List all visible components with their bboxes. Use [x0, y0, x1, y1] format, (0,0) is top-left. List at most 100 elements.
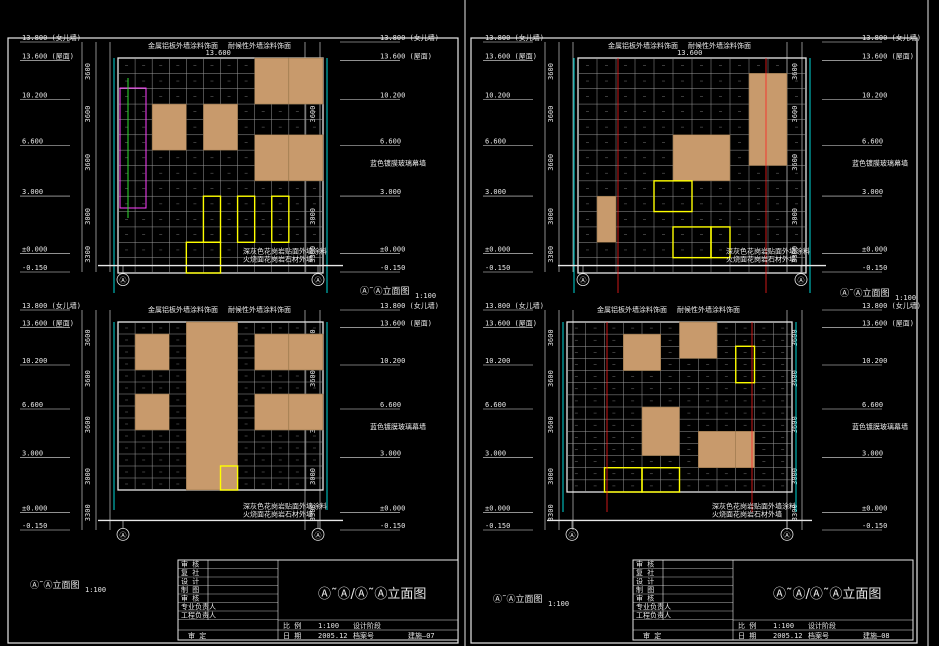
- dimension-text: 3300: [84, 504, 92, 521]
- dimension-text: 3600: [547, 63, 555, 80]
- wood-panel: [254, 134, 290, 182]
- level-label-left: -0.150: [22, 264, 47, 272]
- note-base: 深灰色花岗岩贴面外墙涂料: [243, 501, 327, 510]
- note-base: 深灰色花岗岩贴面外墙涂料: [243, 247, 327, 256]
- level-label-left: 13.800 (女儿墙): [485, 301, 544, 310]
- signature-row-label: 工程负责人: [636, 611, 671, 620]
- signature-row-label: 设 计: [181, 577, 199, 586]
- wood-panel: [735, 431, 755, 468]
- label-scale: 比 例: [738, 621, 756, 630]
- axis-label: Ⓐ: [580, 277, 587, 285]
- signature-row-label: 审 核: [181, 560, 199, 569]
- level-label-right: 3.000: [380, 188, 401, 196]
- dimension-text: 3000: [791, 468, 799, 485]
- glazing-frame: [185, 241, 222, 274]
- dimension-text: 3000: [84, 208, 92, 225]
- dimension-text: 150: [553, 0, 566, 2]
- level-label-right: 10.200: [862, 357, 887, 365]
- level-label-left: 3.000: [22, 449, 43, 457]
- level-label-right: 6.600: [862, 401, 883, 409]
- note-top-left: 金属铝板外墙涂料饰面: [148, 305, 218, 314]
- level-label-left: 13.600 (屋面): [22, 52, 74, 60]
- level-label-right: 6.600: [862, 138, 883, 146]
- dimension-text: 3600: [547, 106, 555, 123]
- signature-row-label: 审 核: [636, 594, 654, 603]
- note-glazing: 蓝色镀膜玻璃幕墙: [370, 159, 426, 168]
- label-file-no: 档案号: [353, 631, 374, 640]
- sheet-left-border: [7, 37, 459, 644]
- level-label-right: -0.150: [380, 522, 405, 530]
- level-label-right: 3.000: [380, 449, 401, 457]
- level-label-left: 13.600 (屋面): [485, 320, 537, 328]
- axis-bubble: [780, 528, 794, 541]
- label-date: 日 期: [738, 632, 756, 640]
- wood-panel: [698, 431, 736, 468]
- axis-bubble: [576, 273, 590, 287]
- wood-panel: [288, 134, 324, 182]
- dimension-text: 3600: [791, 370, 799, 387]
- glazing-frame: [735, 345, 756, 384]
- titleblock-border: [177, 559, 459, 641]
- wood-panel: [623, 333, 661, 371]
- stair-frame: [119, 87, 147, 209]
- signature-row-label: 工程负责人: [181, 611, 216, 620]
- value-date: 2005.12: [773, 632, 803, 640]
- dimension-text: 3000: [309, 468, 317, 485]
- axis-label: Ⓐ: [784, 531, 791, 539]
- axis-label: Ⓐ: [120, 277, 127, 285]
- level-label-left: 13.800 (女儿墙): [485, 33, 544, 42]
- wood-panel: [254, 333, 290, 371]
- note-top-left: 金属铝板外墙涂料饰面: [597, 305, 667, 314]
- level-label-left: 3.000: [485, 188, 506, 196]
- wood-panel: [679, 321, 718, 359]
- level-label-left: 3.000: [485, 449, 506, 457]
- note-top-left: 金属铝板外墙涂料饰面: [148, 41, 218, 50]
- signature-row-label: 制 图: [181, 585, 199, 594]
- dimension-text: 3600: [791, 106, 799, 123]
- dimension-text: 3600: [309, 370, 317, 387]
- dimension-text: 3600: [309, 106, 317, 123]
- level-label-right: 10.200: [380, 357, 405, 365]
- dimension-text: 3300: [84, 246, 92, 263]
- dimension-text: 150: [90, 0, 103, 2]
- elevation-1: 13.800 (女儿墙)13.800 (女儿墙)13.600 (屋面)13.60…: [20, 0, 439, 300]
- level-label-left: 13.600 (屋面): [22, 320, 74, 328]
- axis-label: Ⓐ: [569, 531, 576, 539]
- label-date: 日 期: [283, 632, 301, 640]
- wood-panel: [254, 393, 290, 431]
- dimension-text: 3300: [309, 246, 317, 263]
- note-base: 深灰色花岗岩贴面外墙涂料: [726, 247, 810, 256]
- sheet-left: [7, 0, 466, 646]
- note-top-right: 耐候性外墙涂料饰面: [228, 41, 291, 50]
- elevation-scale: 1:100: [548, 600, 569, 608]
- level-label-right: ±0.000: [862, 504, 887, 512]
- level-label-right: 13.600 (屋面): [380, 320, 432, 328]
- axis-label: Ⓐ: [120, 531, 127, 539]
- dimension-text: 3600: [84, 63, 92, 80]
- axis-bubble: [794, 273, 808, 287]
- signature-row-label: 审 核: [181, 594, 199, 603]
- dimension-text: 3600: [547, 370, 555, 387]
- dimension-text: 3300: [309, 504, 317, 521]
- level-label-left: 6.600: [485, 401, 506, 409]
- sheet-right-border: [470, 37, 918, 644]
- dimension-text: 3600: [84, 370, 92, 387]
- wood-panel: [596, 195, 617, 243]
- level-label-right: -0.150: [862, 264, 887, 272]
- glazing-frame: [653, 180, 693, 213]
- level-label-left: ±0.000: [485, 246, 510, 254]
- level-label-right: ±0.000: [862, 246, 887, 254]
- note-top-left: 金属铝板外墙涂料饰面: [608, 41, 678, 50]
- wood-panel: [254, 57, 290, 105]
- glazing-frame: [271, 195, 290, 243]
- dimension-text: 3600: [791, 63, 799, 80]
- note-top-right: 耐候性外墙涂料饰面: [228, 305, 291, 314]
- signature-row-label: 复 社: [636, 568, 654, 577]
- level-label-right: 13.800 (女儿墙): [862, 301, 921, 310]
- dimension-text: 3600: [791, 154, 799, 171]
- note-top-right: 耐候性外墙涂料饰面: [688, 41, 751, 50]
- axis-label: Ⓐ: [798, 277, 805, 285]
- level-label-left: 13.800 (女儿墙): [22, 33, 81, 42]
- level-label-right: 13.600 (屋面): [862, 320, 914, 328]
